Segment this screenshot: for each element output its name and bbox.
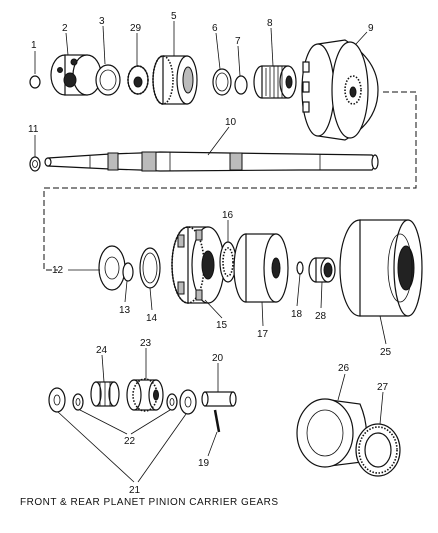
part-8-sun-gear (253, 65, 297, 99)
part-19-pin (213, 409, 221, 433)
part-11-ring (29, 156, 41, 172)
part-29-gear-washer (127, 65, 149, 95)
callout-20: 20 (212, 353, 224, 364)
continuation-bracket (43, 91, 417, 271)
part-10-output-shaft (44, 151, 379, 172)
part-20-pinion-shaft (201, 391, 237, 407)
leader-lines (34, 21, 387, 483)
part-6-snap-ring (212, 68, 232, 96)
part-5-annulus-gear (152, 55, 198, 105)
callout-7: 7 (235, 36, 241, 47)
callout-18: 18 (291, 309, 303, 320)
callout-3: 3 (99, 16, 105, 27)
part-15-planet-carrier (171, 226, 225, 304)
diagram-caption: FRONT & REAR PLANET PINION CARRIER GEARS (20, 497, 279, 508)
callout-8: 8 (267, 18, 273, 29)
part-21-washer-left (48, 387, 66, 413)
part-28-bushing (308, 257, 336, 283)
callout-24: 24 (96, 345, 108, 356)
callout-labels: 1 2 3 29 5 6 7 8 9 10 11 16 12 13 14 15 … (28, 11, 392, 496)
part-26-clutch-race (296, 398, 368, 468)
part-22-washer-right (166, 393, 178, 411)
callout-10: 10 (225, 117, 237, 128)
part-9-drum (301, 39, 379, 141)
part-13-ring (122, 262, 134, 282)
part-27-roller-clutch (355, 423, 401, 477)
callout-23: 23 (140, 338, 152, 349)
part-12-plate-washer (98, 245, 126, 291)
callout-13: 13 (119, 305, 131, 316)
callout-6: 6 (212, 23, 218, 34)
part-21-washer-right (179, 389, 197, 415)
callout-25: 25 (380, 347, 392, 358)
part-17-drum (233, 233, 289, 303)
callout-28: 28 (315, 311, 327, 322)
callout-14: 14 (146, 313, 158, 324)
callout-15: 15 (216, 320, 228, 331)
callout-16: 16 (222, 210, 234, 221)
part-23-pinion-gear (126, 378, 164, 412)
callout-12: 12 (52, 265, 64, 276)
part-1-snap-ring (29, 75, 41, 89)
part-3-thrust-washer (95, 64, 121, 96)
callout-17: 17 (257, 329, 269, 340)
callout-5: 5 (171, 11, 177, 22)
callout-26: 26 (338, 363, 350, 374)
callout-1: 1 (31, 40, 37, 51)
part-22-washer-left (72, 393, 84, 411)
callout-27: 27 (377, 382, 389, 393)
part-24-needle-bearing (90, 381, 120, 407)
part-25-drum (339, 219, 423, 317)
callout-19: 19 (198, 458, 210, 469)
callout-29: 29 (130, 23, 142, 34)
callout-2: 2 (62, 23, 68, 34)
callout-9: 9 (368, 23, 374, 34)
part-7-washer (234, 75, 248, 95)
part-2-carrier-assembly (50, 54, 102, 96)
callout-11: 11 (28, 124, 39, 135)
part-14-snap-ring (139, 247, 161, 289)
callout-21: 21 (129, 485, 141, 496)
part-18-snap-ring (296, 261, 304, 275)
callout-22: 22 (124, 436, 136, 447)
